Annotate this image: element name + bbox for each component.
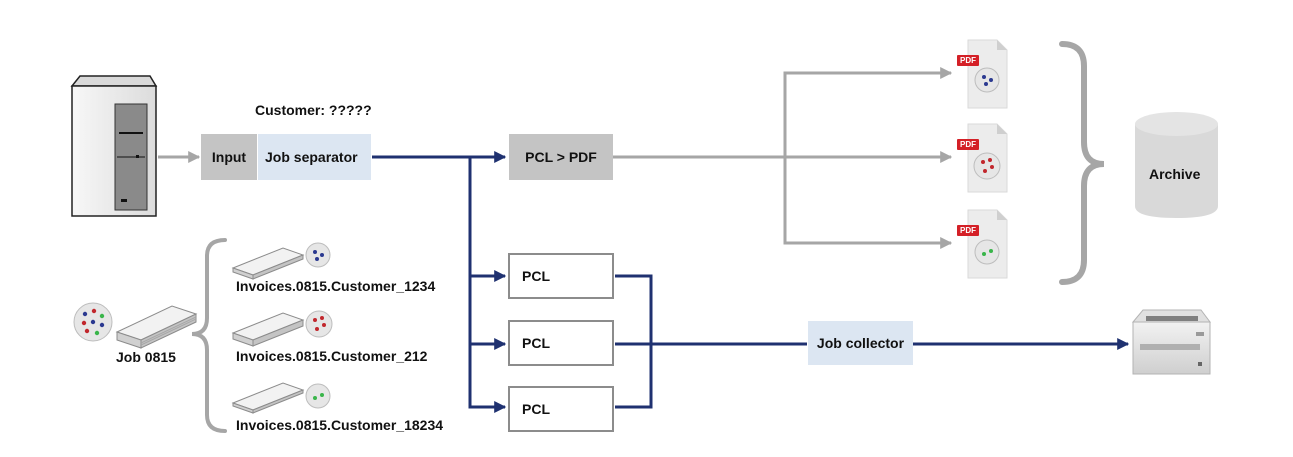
database-cylinder-icon [1135, 112, 1218, 218]
job-split-brace [192, 240, 225, 431]
pdf-tag: PDF [957, 225, 979, 236]
archive-brace [1062, 44, 1104, 282]
pdf-tag: PDF [957, 55, 979, 66]
pcl-label: PCL [522, 335, 550, 351]
input-label: Input [212, 149, 246, 165]
invoice-label: Invoices.0815.Customer_18234 [236, 417, 443, 433]
job-collector-label: Job collector [817, 335, 904, 351]
dot-disc-red [306, 311, 332, 337]
paper-stack-icon [117, 306, 196, 348]
laser-printer-icon [1133, 310, 1210, 374]
job-label: Job 0815 [116, 349, 176, 365]
navy-flow-arrows [372, 157, 1128, 407]
pcl-box: PCL [508, 253, 614, 299]
pcl-box: PCL [508, 386, 614, 432]
paper-stack-icon [233, 313, 303, 346]
archive-label: Archive [1149, 166, 1200, 182]
pcl-to-pdf-box: PCL > PDF [509, 134, 613, 180]
customer-label: Customer: ????? [255, 102, 372, 118]
job-separator-box: Job separator [258, 134, 371, 180]
dot-disc-blue [975, 68, 999, 92]
job-separator-label: Job separator [265, 149, 358, 165]
pdf-tag: PDF [957, 139, 979, 150]
invoice-label: Invoices.0815.Customer_212 [236, 348, 427, 364]
dot-disc-green [306, 384, 330, 408]
server-tower-icon [72, 76, 156, 216]
paper-stack-icon [233, 248, 303, 279]
input-box: Input [201, 134, 257, 180]
dot-disc-red [974, 153, 1000, 179]
job-collector-box: Job collector [808, 321, 913, 365]
pcl-label: PCL [522, 401, 550, 417]
pcl-label: PCL [522, 268, 550, 284]
dot-disc-green [975, 240, 999, 264]
dot-disc-mixed [74, 303, 112, 341]
dot-disc-blue [306, 243, 330, 267]
pcl-to-pdf-label: PCL > PDF [525, 149, 597, 165]
pcl-box: PCL [508, 320, 614, 366]
paper-stack-icon [233, 383, 303, 413]
invoice-label: Invoices.0815.Customer_1234 [236, 278, 435, 294]
